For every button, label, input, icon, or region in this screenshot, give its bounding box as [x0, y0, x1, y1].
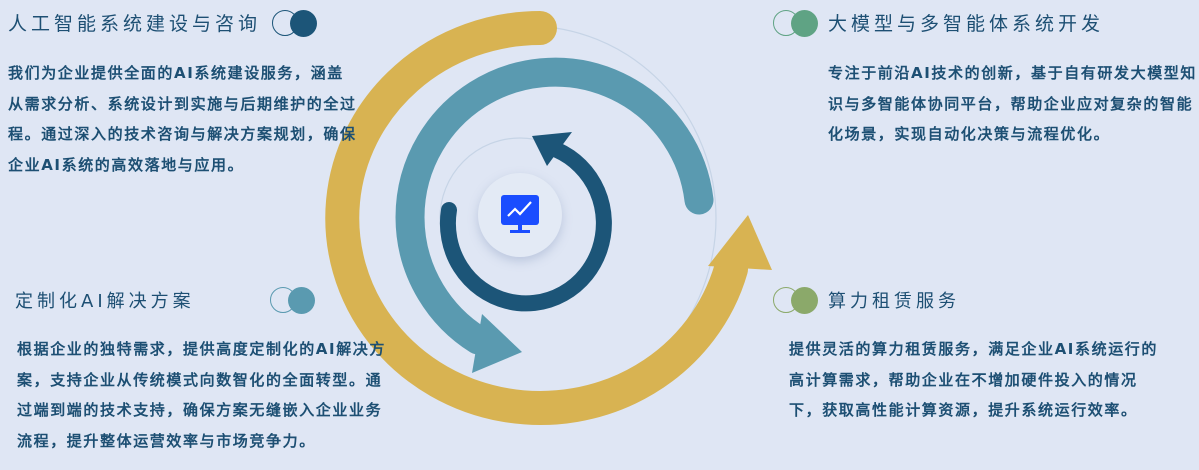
toggle-dots-icon	[270, 287, 318, 315]
section-body: 专注于前沿AI技术的创新，基于自有研发大模型知识与多智能体协同平台，帮助企业应对…	[828, 64, 1197, 143]
teal-arrowhead	[472, 314, 522, 373]
section-title: 人工智能系统建设与咨询	[8, 13, 262, 35]
section-body: 我们为企业提供全面的AI系统建设服务，涵盖从需求分析、系统设计到实施与后期维护的…	[8, 64, 357, 174]
monitor-chart-icon	[501, 195, 539, 233]
teal-cycle-arc	[395, 57, 714, 355]
navy-arrowhead	[532, 132, 572, 166]
section-title: 算力租赁服务	[828, 291, 960, 312]
toggle-dots-icon	[773, 287, 821, 315]
gold-cycle-arc	[325, 11, 748, 425]
center-badge	[478, 173, 562, 257]
navy-cycle-arc	[439, 142, 612, 312]
section-title: 大模型与多智能体系统开发	[828, 13, 1105, 35]
section-title: 定制化AI解决方案	[15, 291, 195, 312]
toggle-dots-icon	[272, 10, 320, 38]
toggle-dots-icon	[773, 10, 821, 38]
section-body: 提供灵活的算力租赁服务，满足企业AI系统运行的高计算需求，帮助企业在不增加硬件投…	[789, 340, 1158, 419]
section-body: 根据企业的独特需求，提供高度定制化的AI解决方案，支持企业从传统模式向数智化的全…	[17, 340, 386, 450]
gold-arrowhead	[708, 215, 772, 270]
